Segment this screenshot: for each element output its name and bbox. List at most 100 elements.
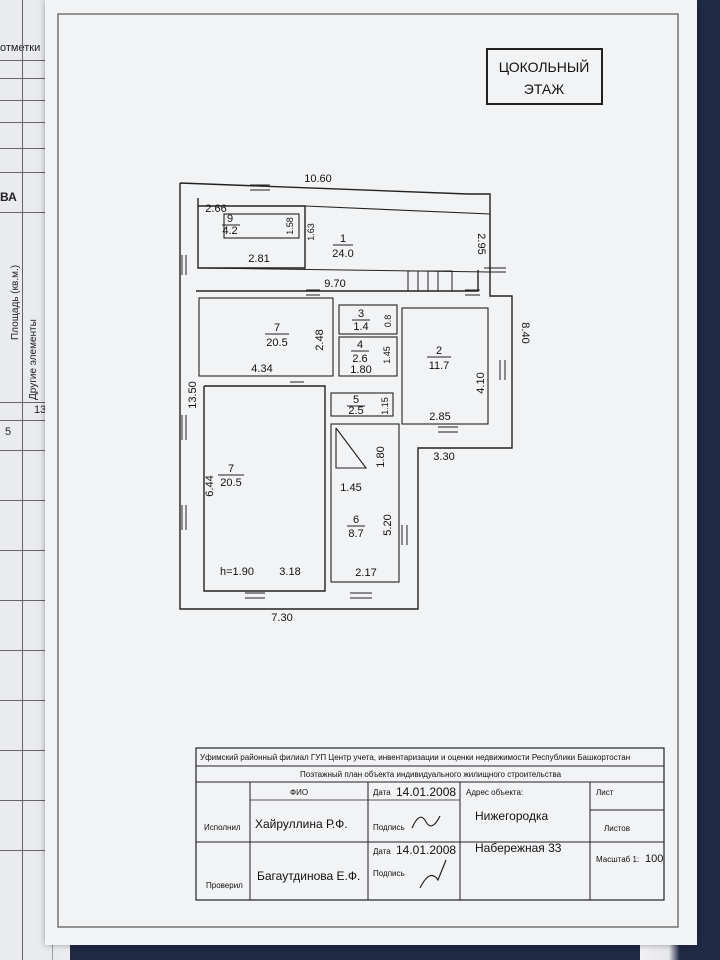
executor-label: Исполнил (204, 823, 241, 832)
dim-180b: 1.80 (375, 446, 387, 467)
date-2: 14.01.2008 (396, 843, 456, 857)
signature-1 (411, 815, 441, 829)
row-number: 5 (5, 426, 12, 438)
dim-217: 2.17 (355, 567, 376, 579)
title-block: Уфимский районный филиал ГУП Центр учета… (195, 747, 665, 901)
dim-318: 3.18 (279, 566, 300, 578)
dim-158: 1.58 (285, 217, 295, 235)
height-label: h=1.90 (220, 566, 254, 578)
dim-644: 6.44 (204, 475, 216, 496)
floor-stamp: ЦОКОЛЬНЫЙ ЭТАЖ (486, 48, 603, 105)
org-name: Уфимский районный филиал ГУП Центр учета… (200, 753, 630, 762)
scale-value: 100 (645, 853, 663, 865)
stairs (407, 270, 453, 292)
date-label-2: Дата (373, 847, 391, 856)
fio-label: ФИО (290, 788, 308, 797)
dim-corridor: 9.70 (324, 278, 345, 290)
room-6-number: 6 (353, 514, 359, 526)
checker-label: Проверил (206, 881, 243, 890)
signature-2 (419, 859, 447, 889)
room-1-number: 1 (340, 233, 346, 245)
room-3-area: 1.4 (353, 321, 368, 333)
dim-180a: 1.80 (350, 364, 371, 376)
doc-name: Поэтажный план объекта индивидуального ж… (300, 770, 562, 779)
sheets-label: Листов (604, 824, 630, 833)
table-line (0, 122, 52, 123)
address-line2: Набережная 33 (475, 841, 562, 855)
stamp-line2: ЭТАЖ (524, 81, 564, 97)
room-8-number: 7 (274, 322, 280, 334)
dim-410: 4.10 (475, 372, 487, 393)
table-line (0, 78, 52, 79)
dim-overall-top: 10.60 (304, 173, 332, 185)
room-9-number: 9 (227, 213, 233, 225)
room-4-number: 4 (357, 339, 363, 351)
table-line (0, 148, 52, 149)
dim-330: 3.30 (433, 451, 454, 463)
table-line (0, 650, 52, 651)
room-5-area: 2.5 (348, 405, 363, 417)
address-label: Адрес объекта: (466, 788, 523, 797)
room-4-area: 2.6 (352, 353, 367, 365)
table-line (0, 100, 52, 101)
dim-434: 4.34 (251, 363, 272, 375)
dim-overall-bottom: 7.30 (271, 612, 292, 624)
table-line (0, 212, 52, 213)
table-line (0, 172, 52, 173)
room-1-area: 24.0 (332, 248, 353, 260)
row-number: 13 (34, 404, 47, 416)
dim-overall-left: 13.50 (187, 381, 199, 409)
dim-248: 2.48 (314, 329, 326, 350)
section-fragment: ВА (0, 190, 17, 204)
header-fragment: отметки (0, 42, 41, 54)
sign-label-2: Подпись (373, 869, 405, 878)
table-line (0, 450, 52, 451)
table-line (22, 0, 23, 960)
room-5-number: 5 (353, 394, 359, 406)
dim-281: 2.81 (248, 253, 269, 265)
table-line (0, 500, 52, 501)
table-line (0, 60, 52, 61)
scale-label: Масштаб 1: (596, 855, 639, 864)
room-7-number: 7 (228, 463, 234, 475)
table-line (0, 600, 52, 601)
table-line (0, 420, 52, 421)
room-8-area: 20.5 (266, 337, 287, 349)
table-line (0, 750, 52, 751)
adjacent-page: отметки ВА Площадь (кв.м.) Другие элемен… (0, 0, 53, 960)
dim-115: 1.15 (380, 397, 390, 415)
table-line (0, 550, 52, 551)
room-labels: 9 4.2 1 24.0 7 20.5 3 1.4 4 2.6 2 11.7 5… (218, 213, 451, 540)
table-line (0, 800, 52, 801)
dimensions: 10.60 13.50 8.40 7.30 9.70 2.66 1.58 1.6… (187, 173, 531, 624)
dim-08: 0.8 (383, 315, 393, 328)
address-line1: Нижегородка (475, 809, 548, 823)
dim-520: 5.20 (382, 514, 394, 535)
dim-163: 1.63 (306, 223, 316, 241)
executor-name: Хайруллина Р.Ф. (255, 817, 348, 831)
dim-285: 2.85 (429, 411, 450, 423)
room-7-area: 20.5 (220, 477, 241, 489)
dim-145b: 1.45 (340, 482, 361, 494)
room-6-area: 8.7 (348, 528, 363, 540)
room-2-number: 2 (436, 345, 442, 357)
room-3-number: 3 (358, 308, 364, 320)
dim-295: 2.95 (475, 233, 487, 254)
room-2-area: 11.7 (429, 360, 450, 372)
checker-name: Багаутдинова Е.Ф. (257, 869, 360, 883)
sign-label-1: Подпись (373, 823, 405, 832)
document-sheet (45, 0, 697, 945)
dim-overall-right: 8.40 (519, 322, 531, 343)
drawing-frame (57, 13, 679, 928)
interior-walls (198, 205, 491, 583)
table-line (0, 850, 52, 851)
exterior-walls (179, 182, 513, 610)
windows (181, 184, 506, 599)
dim-145: 1.45 (382, 346, 392, 364)
dim-266: 2.66 (205, 203, 226, 215)
sheet-label: Лист (596, 788, 614, 797)
room-9-area: 4.2 (222, 225, 237, 237)
table-line (0, 700, 52, 701)
table-line (0, 402, 52, 403)
